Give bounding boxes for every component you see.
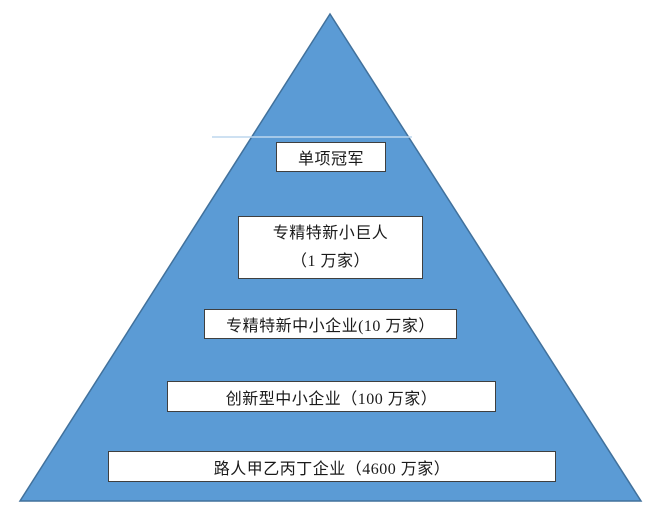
pyramid-level-label-line2: （1 万家） <box>290 252 370 270</box>
pyramid-level-specialized-sme: 专精特新中小企业(10 万家） <box>204 309 457 339</box>
pyramid-level-ordinary-enterprise: 路人甲乙丙丁企业（4600 万家） <box>108 451 556 482</box>
pyramid-level-little-giant: 专精特新小巨人 （1 万家） <box>238 216 423 279</box>
pyramid-level-label: 路人甲乙丙丁企业（4600 万家） <box>213 460 451 478</box>
pyramid-level-label: 专精特新中小企业(10 万家） <box>226 318 435 335</box>
pyramid-level-label-line1: 专精特新小巨人 <box>272 225 389 243</box>
pyramid-level-label: 单项冠军 <box>297 151 364 168</box>
pyramid-level-champion: 单项冠军 <box>276 142 386 172</box>
pyramid-level-innovative-sme: 创新型中小企业（100 万家） <box>167 381 496 412</box>
pyramid-level-label: 创新型中小企业（100 万家） <box>225 390 438 408</box>
